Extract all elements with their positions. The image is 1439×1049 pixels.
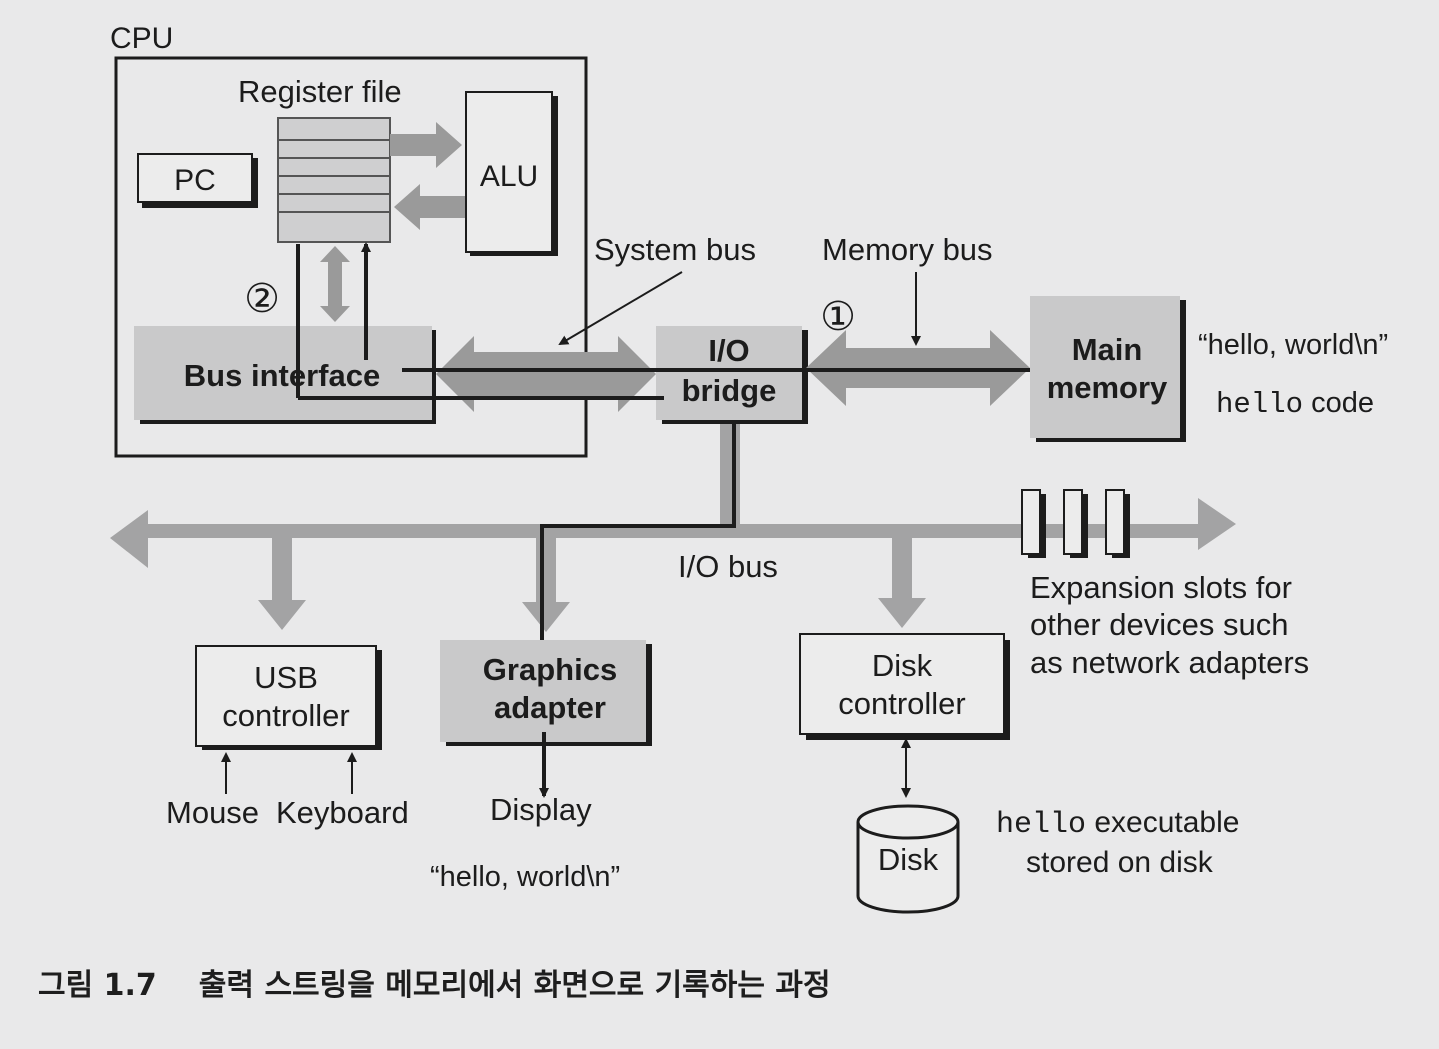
- keyboard-label: Keyboard: [276, 795, 409, 830]
- graphics-label-1: Graphics: [483, 652, 617, 687]
- disk-controller-label-2: controller: [838, 686, 966, 721]
- usb-label-1: USB: [254, 660, 318, 695]
- io-bus-label: I/O bus: [678, 549, 778, 584]
- pc-box: PC: [137, 153, 258, 208]
- disk-controller-label-1: Disk: [872, 648, 933, 683]
- figure-caption-text: 출력 스트링을 메모리에서 화면으로 기록하는 과정: [198, 968, 831, 1003]
- system-bus-arrow: [436, 336, 656, 412]
- memory-string: “hello, world\n”: [1198, 329, 1388, 361]
- main-memory-label-2: memory: [1047, 370, 1168, 405]
- disk-cylinder: Disk: [856, 804, 960, 914]
- io-bridge-label-2: bridge: [682, 373, 777, 408]
- step-1-marker: ①: [820, 295, 856, 339]
- usb-drop-arrow: [258, 538, 306, 630]
- bus-interface-label: Bus interface: [184, 358, 380, 393]
- pc-label: PC: [174, 164, 216, 197]
- regfile-bus-arrow: [320, 246, 350, 322]
- data-path-to-graphics: [540, 420, 736, 650]
- memory-code-rest: code: [1303, 387, 1374, 419]
- io-bridge-label-1: I/O: [708, 333, 749, 368]
- disk-drop-arrow: [878, 538, 926, 628]
- io-bus-arrow: [110, 498, 1236, 568]
- main-memory-label-1: Main: [1072, 332, 1143, 367]
- display-string: “hello, world\n”: [430, 861, 620, 893]
- display-label: Display: [490, 792, 592, 827]
- register-file-label: Register file: [238, 74, 402, 109]
- expansion-label-3: as network adapters: [1030, 645, 1309, 680]
- system-bus-label: System bus: [594, 232, 756, 267]
- disk-controller-box: Disk controller: [799, 633, 1010, 740]
- bus-interface-box: Bus interface: [134, 326, 436, 424]
- memory-code: hello code: [1216, 387, 1374, 421]
- main-memory-box: Main memory: [1030, 296, 1186, 442]
- mouse-label: Mouse: [166, 795, 259, 830]
- graphics-drop-arrow: [522, 538, 570, 632]
- memory-code-mono: hello: [1216, 388, 1303, 421]
- alu-box: ALU: [465, 91, 558, 256]
- disk-note-line-2: stored on disk: [1026, 846, 1214, 879]
- cpu-box: CPU: [110, 22, 588, 458]
- expansion-label-1: Expansion slots for: [1030, 570, 1292, 605]
- usb-controller-box: USB controller: [195, 645, 382, 750]
- memory-bus-label: Memory bus: [822, 232, 993, 267]
- usb-label-2: controller: [222, 698, 350, 733]
- bridge-to-io-bus-connector: [720, 424, 740, 526]
- register-file: Register file: [238, 74, 402, 243]
- io-bridge-box: I/O bridge: [656, 326, 808, 424]
- disk-note-rest: executable: [1086, 806, 1239, 839]
- regfile-alu-arrows: [390, 122, 466, 230]
- graphics-label-2: adapter: [494, 690, 606, 725]
- disk-label: Disk: [878, 842, 939, 877]
- figure-caption: 그림 1.7 출력 스트링을 메모리에서 화면으로 기록하는 과정: [38, 960, 831, 1004]
- cpu-label: CPU: [110, 22, 173, 55]
- system-bus-pointer: [558, 271, 683, 346]
- alu-label: ALU: [480, 160, 538, 193]
- step-2-marker: ②: [244, 277, 280, 321]
- graphics-adapter-box: Graphics adapter: [440, 640, 652, 746]
- disk-note-mono: hello: [996, 808, 1086, 842]
- figure-number: 그림 1.7: [38, 968, 157, 1003]
- expansion-label-2: other devices such: [1030, 607, 1288, 642]
- disk-note-line-1: hello executable: [996, 806, 1239, 842]
- expansion-slots: [1021, 489, 1130, 558]
